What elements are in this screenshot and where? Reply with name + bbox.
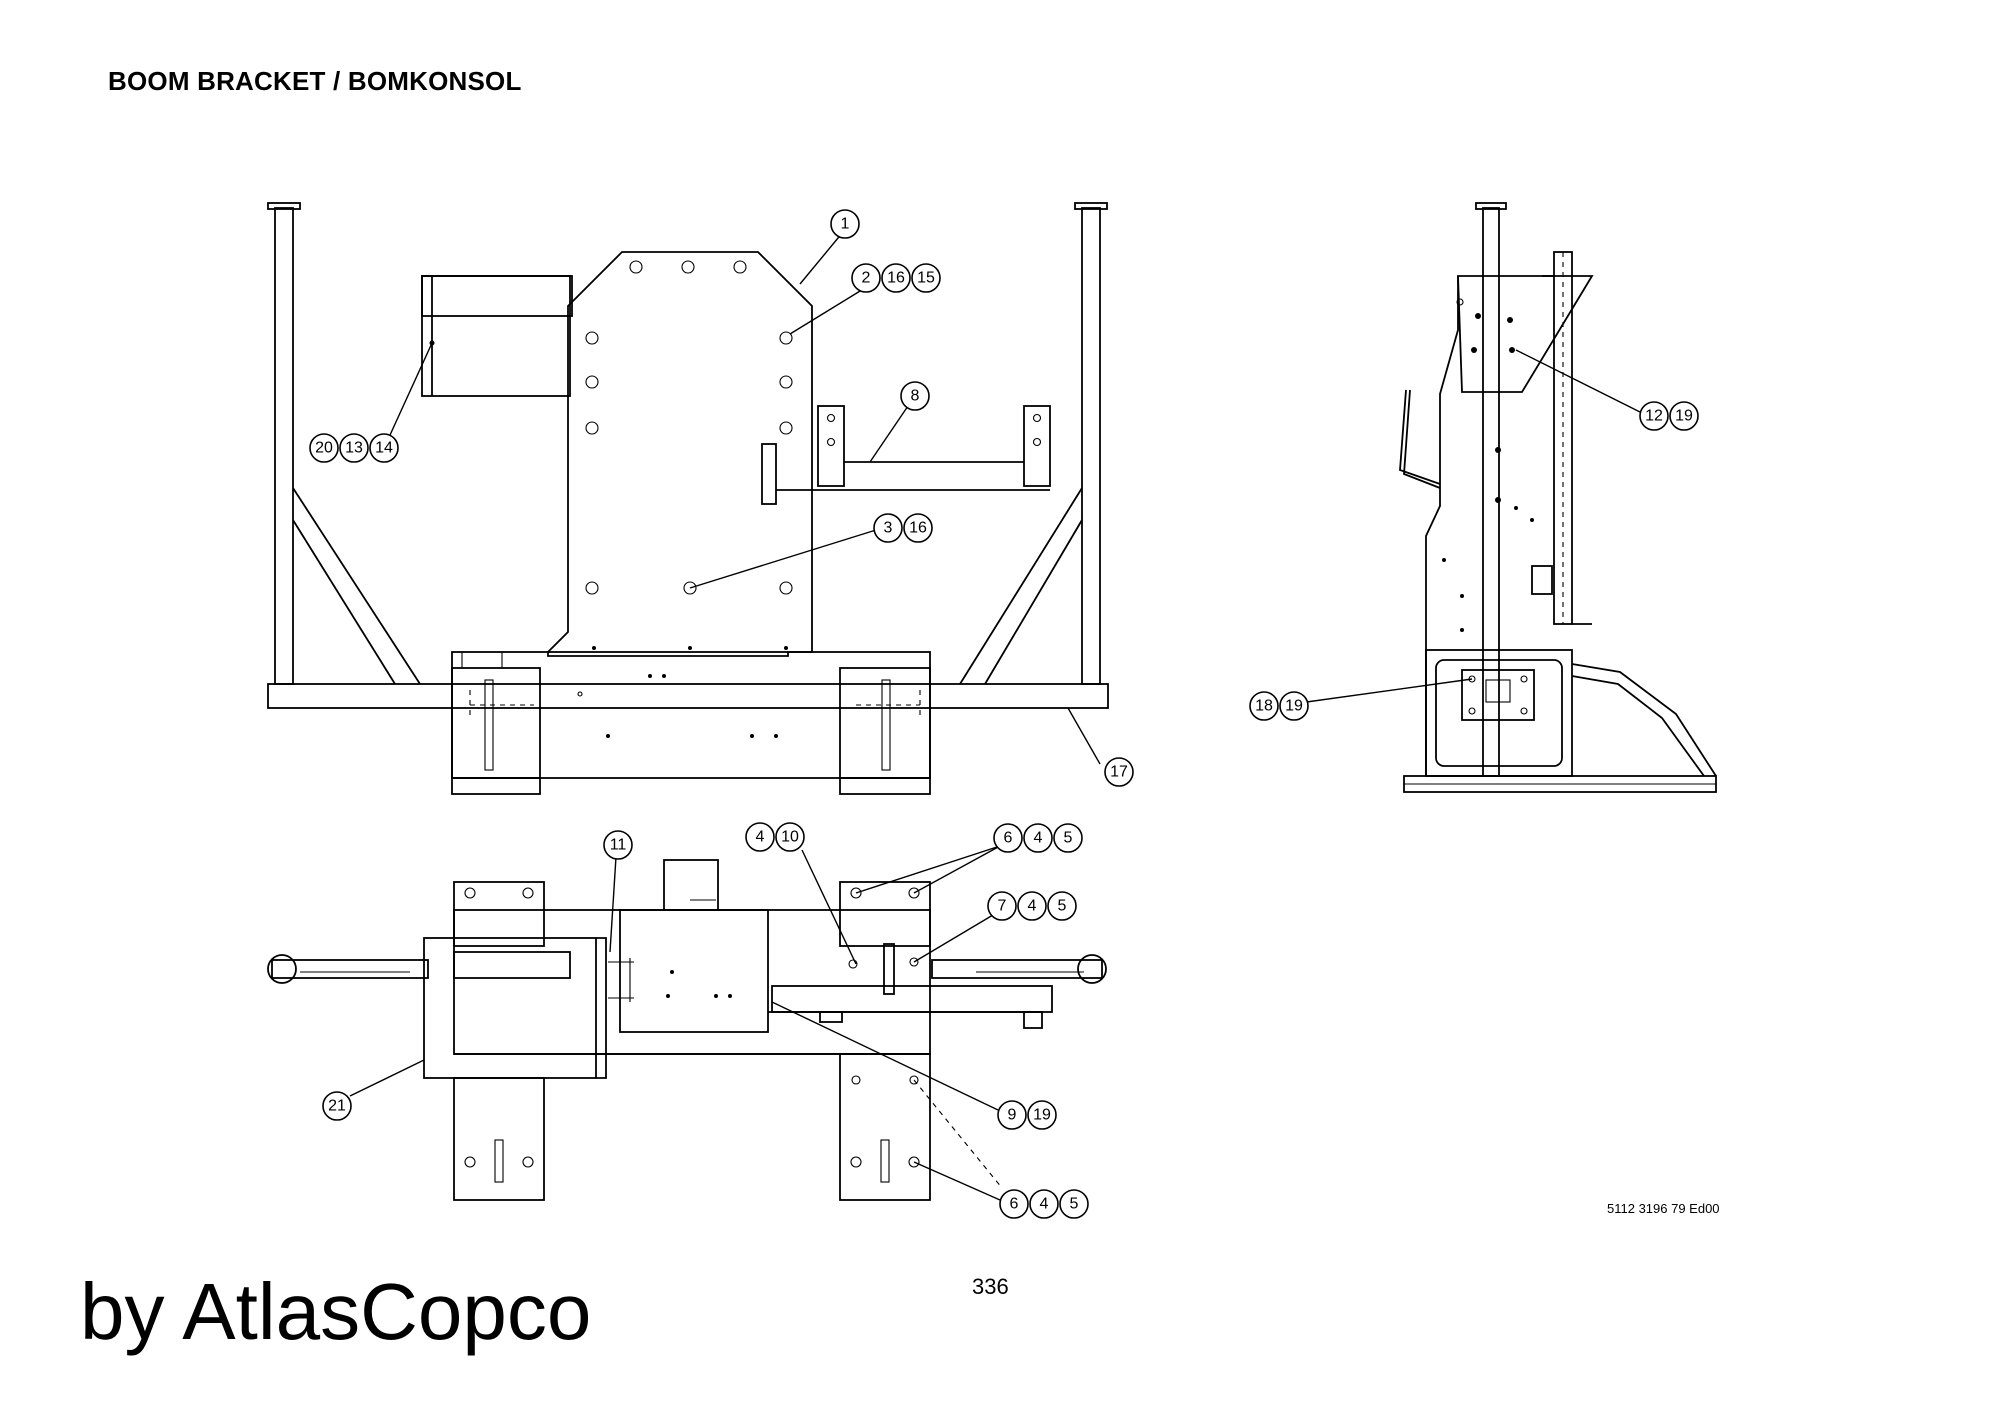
callout-2-16-15: 2 16 15 [851, 263, 941, 293]
svg-text:4: 4 [1034, 830, 1043, 847]
callout-11: 11 [603, 830, 633, 860]
svg-text:19: 19 [1033, 1107, 1051, 1124]
svg-text:8: 8 [911, 388, 920, 405]
callout-4-10: 4 10 [745, 822, 805, 852]
callout-18-19: 18 19 [1249, 691, 1309, 721]
side-view [1399, 202, 1717, 793]
svg-text:5: 5 [1058, 898, 1067, 915]
svg-text:16: 16 [887, 270, 905, 287]
svg-text:4: 4 [756, 829, 765, 846]
page-title: BOOM BRACKET / BOMKONSOL [108, 66, 522, 96]
svg-text:9: 9 [1008, 1107, 1017, 1124]
callout-1: 1 [830, 209, 860, 239]
svg-text:5: 5 [1070, 1196, 1079, 1213]
svg-text:6: 6 [1010, 1196, 1019, 1213]
svg-text:14: 14 [375, 440, 393, 457]
callout-9-19: 9 19 [997, 1100, 1057, 1130]
svg-text:7: 7 [998, 898, 1007, 915]
brand-footer: by AtlasCopco [80, 1267, 592, 1356]
svg-text:18: 18 [1255, 698, 1273, 715]
svg-text:13: 13 [345, 440, 363, 457]
callout-12-19: 12 19 [1639, 401, 1699, 431]
svg-text:10: 10 [781, 829, 799, 846]
svg-text:11: 11 [610, 837, 627, 854]
svg-text:2: 2 [862, 270, 871, 287]
top-view [267, 859, 1107, 1201]
callout-6-4-5-top: 6 4 5 [993, 823, 1083, 853]
page-number: 336 [972, 1274, 1009, 1299]
svg-text:6: 6 [1004, 830, 1013, 847]
leader-lines [349, 231, 1641, 1201]
svg-text:17: 17 [1110, 764, 1128, 781]
svg-text:16: 16 [909, 520, 927, 537]
callout-20-13-14: 20 13 14 [309, 433, 399, 463]
svg-text:19: 19 [1675, 408, 1693, 425]
svg-text:4: 4 [1040, 1196, 1049, 1213]
callout-6-4-5-bottom: 6 4 5 [999, 1189, 1089, 1219]
callout-7-4-5: 7 4 5 [987, 891, 1077, 921]
svg-text:21: 21 [328, 1098, 346, 1115]
svg-text:1: 1 [841, 216, 850, 233]
front-view [267, 202, 1109, 795]
svg-text:12: 12 [1645, 408, 1663, 425]
svg-text:4: 4 [1028, 898, 1037, 915]
callout-8: 8 [900, 381, 930, 411]
svg-text:5: 5 [1064, 830, 1073, 847]
document-number: 5112 3196 79 Ed00 [1607, 1201, 1720, 1216]
svg-text:20: 20 [315, 440, 333, 457]
svg-text:19: 19 [1285, 698, 1303, 715]
callout-21: 21 [322, 1091, 352, 1121]
svg-text:15: 15 [917, 270, 935, 287]
callout-3-16: 3 16 [873, 513, 933, 543]
svg-text:3: 3 [884, 520, 893, 537]
callout-17: 17 [1104, 757, 1134, 787]
